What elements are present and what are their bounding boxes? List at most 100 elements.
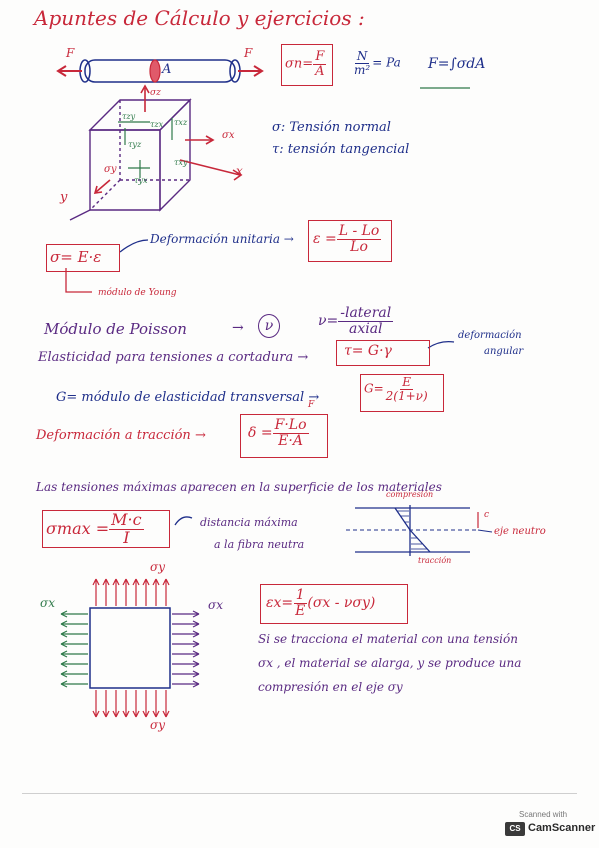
arrowhead-right-bottom [192, 623, 200, 628]
camscanner-badge-icon: CS [505, 822, 525, 836]
beam-diagram [346, 505, 493, 556]
arrowhead-down-right [105, 710, 110, 718]
arrowhead-down-right [95, 710, 100, 718]
strain-x-lhs: εx= [266, 595, 294, 612]
arrowhead-up-left [142, 578, 147, 586]
normal-stress-lhs: σn= [285, 56, 314, 72]
arrowhead-left-bottom [60, 683, 68, 688]
c-label: c [484, 510, 490, 520]
arrowhead-down-left [132, 710, 137, 718]
tau-xz-label: τxz [174, 118, 188, 127]
arrowhead-down-left [152, 710, 157, 718]
force-left-label: F [66, 46, 75, 60]
shear-label: Elasticidad para tensiones a cortadura → [38, 350, 309, 365]
shear-stress-definition: τ: tensión tangencial [272, 142, 410, 157]
bending-statement: Las tensiones máximas aparecen en la sup… [36, 480, 442, 494]
traction-num: F·Lo [272, 417, 309, 434]
arrowhead-right-top [192, 660, 200, 665]
modulus-g-box [360, 374, 444, 412]
arrowhead-left-top [60, 630, 68, 635]
arrowhead-right-bottom [192, 673, 200, 678]
area-label: A [162, 62, 172, 77]
arrowhead-left-top [60, 660, 68, 665]
modulus-g-den: 2(1+ν) [385, 388, 428, 403]
arrowhead-left-top [60, 640, 68, 645]
sigma-y-top-label: σy [150, 560, 165, 574]
traction-superscript: F [308, 400, 315, 410]
arrowhead-right-bottom [192, 653, 200, 658]
tau-zy-label: τzy [122, 112, 136, 121]
poisson-num: -lateral [338, 305, 394, 322]
arrowhead-up-right [155, 578, 160, 586]
arrowhead-left-top [60, 670, 68, 675]
arrowhead-right-top [192, 640, 200, 645]
sigma-z-label: σz [150, 88, 161, 98]
arrowhead-right-bottom [192, 613, 200, 618]
normal-stress-box [281, 44, 333, 86]
arrowhead-up-left [112, 578, 117, 586]
stress-cube [88, 98, 192, 212]
arrowhead-right-top [192, 620, 200, 625]
hooke-formula: σ= E·ε [50, 248, 102, 266]
arrowhead-up-left [102, 578, 107, 586]
arrowhead-down-left [122, 710, 127, 718]
units-num: N [354, 49, 370, 64]
units-rhs: = Pa [372, 55, 401, 70]
biaxial-arrows [60, 578, 200, 718]
arrowhead-left-bottom [60, 623, 68, 628]
arrowhead-right-bottom [192, 643, 200, 648]
bending-den: I [123, 527, 130, 547]
tension-label: tracción [418, 556, 452, 565]
poisson-arrow: → [232, 320, 244, 336]
compression-label: compresión [386, 490, 434, 499]
traction-box [240, 414, 328, 458]
arrowhead-left-top [60, 610, 68, 615]
shear-formula: τ= G·γ [344, 343, 392, 359]
arrowhead-up-right [95, 578, 100, 586]
sigma-x-right-label: σx [208, 598, 223, 612]
arrowhead-left-top [60, 650, 68, 655]
biaxial-plate [89, 607, 171, 689]
sigma-x-label: σx [222, 130, 235, 141]
force-right-label: F [244, 46, 253, 60]
arrowhead-left-bottom [60, 643, 68, 648]
strain-den: Lo [350, 238, 368, 255]
young-caption: módulo de Young [98, 288, 177, 298]
arrowhead-up-right [105, 578, 110, 586]
biaxial-text-2: σx , el material se alarga, y se produce… [258, 656, 522, 670]
arrowhead-right-top [192, 670, 200, 675]
arrowhead-up-left [152, 578, 157, 586]
arrowhead-down-right [135, 710, 140, 718]
shear-note-curve [427, 340, 455, 349]
strain-x-box [260, 584, 408, 624]
shear-note-2: angular [484, 346, 524, 357]
page-title: Apuntes de Cálculo y ejercicios : [34, 6, 365, 30]
scanned-with-text: Scanned with [519, 810, 568, 819]
bar-diagram [56, 59, 264, 83]
arrowhead-up-right [125, 578, 130, 586]
arrowhead-down-right [155, 710, 160, 718]
arrowhead-down-right [165, 710, 170, 718]
page-bottom-divider [22, 793, 577, 794]
traction-label: Deformación a tracción → [36, 428, 206, 443]
traction-lhs: δ = [248, 425, 273, 442]
arrowhead-down-right [115, 710, 120, 718]
bending-lhs: σmax = [46, 518, 110, 538]
normal-stress-definition: σ: Tensión normal [272, 120, 391, 135]
tau-yz-label: τyz [128, 140, 142, 149]
sigma-x-left-label: σx [40, 596, 55, 610]
biaxial-text-3: compresión en el eje σy [258, 680, 403, 694]
bending-note-1: distancia máxima [200, 516, 298, 529]
arrowhead-right-top [192, 630, 200, 635]
arrowhead-up-left [162, 578, 167, 586]
poisson-lhs: ν= [318, 313, 339, 330]
axis-x-label: x [236, 164, 243, 178]
shear-note-1: deformación [458, 330, 522, 341]
bending-num: M·c [109, 510, 144, 530]
strain-x-frac-num: 1 [293, 587, 307, 604]
